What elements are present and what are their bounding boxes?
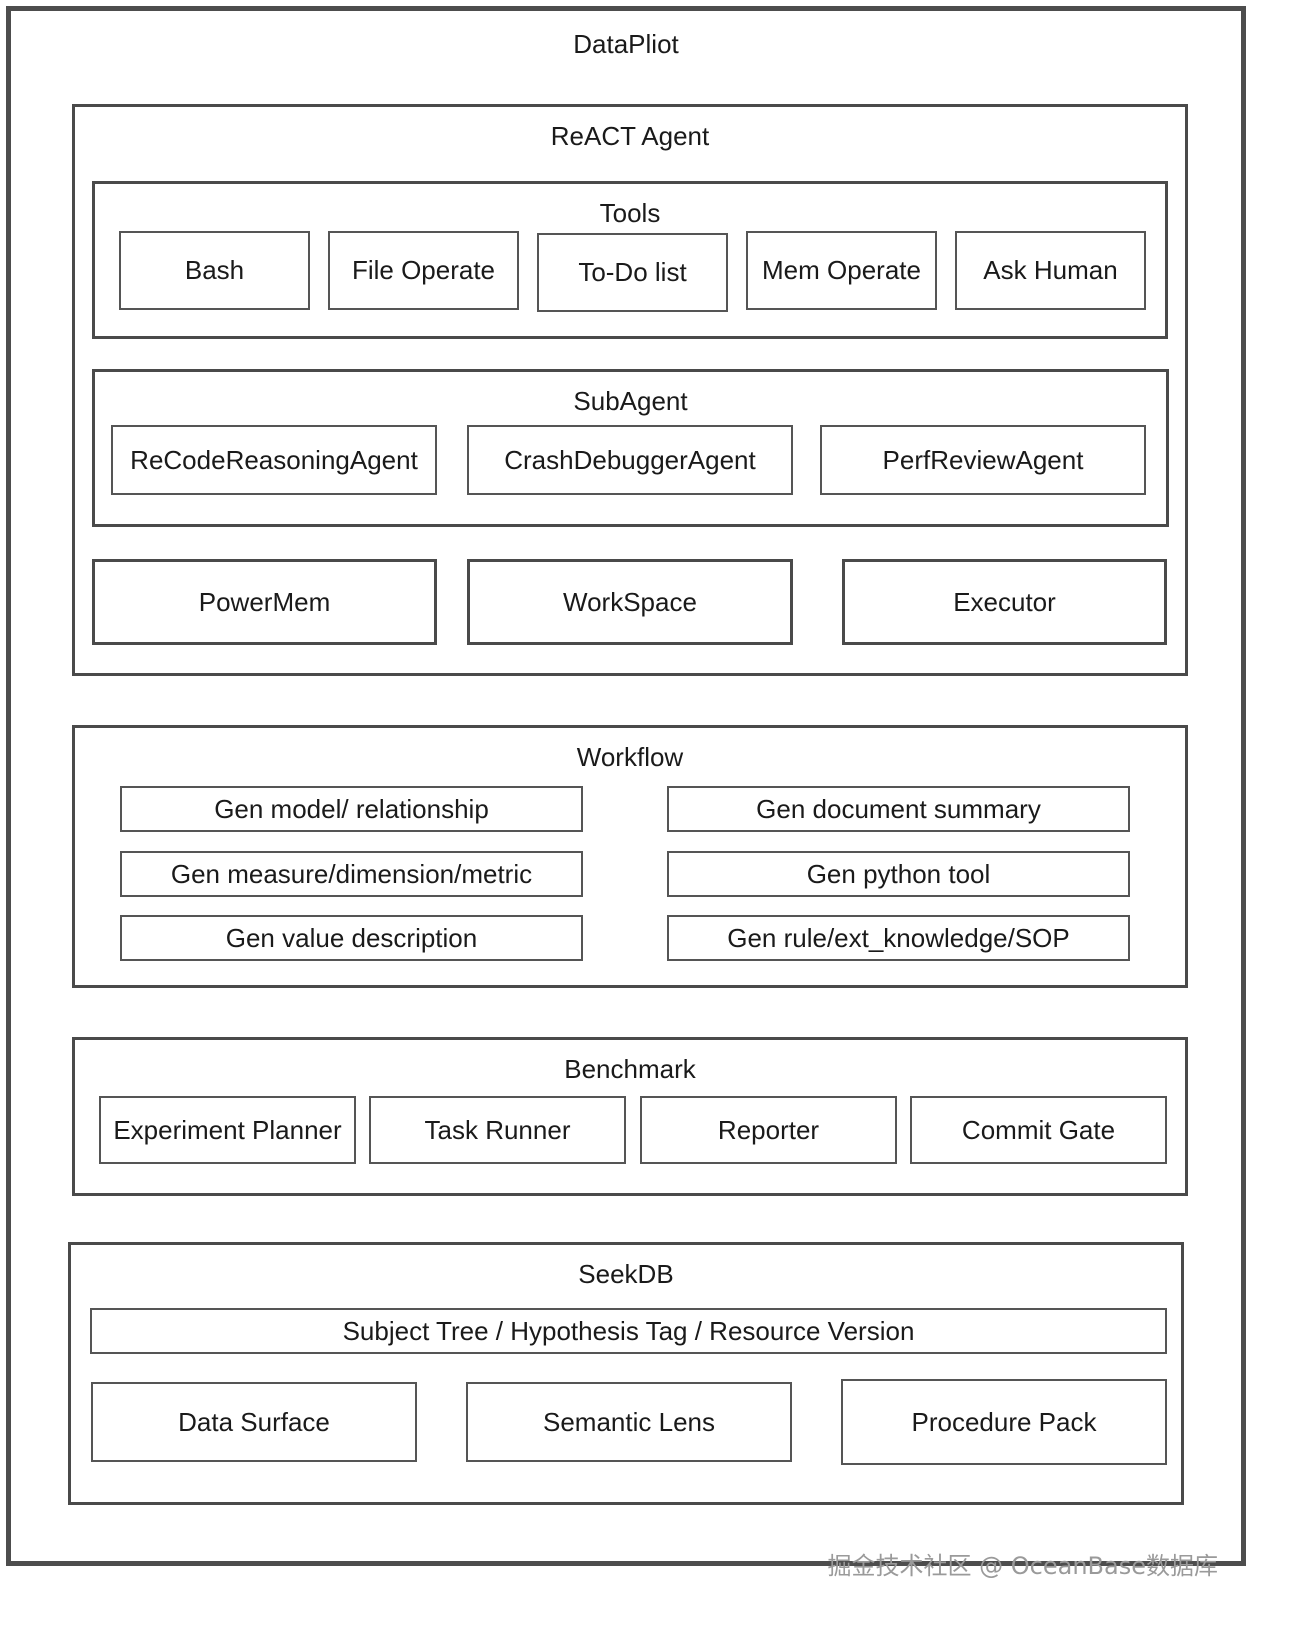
seekdb-data-surface: Data Surface <box>91 1382 417 1462</box>
tool-file-operate: File Operate <box>328 231 519 310</box>
workflow-gen-document-summary: Gen document summary <box>667 786 1130 832</box>
tool-bash: Bash <box>119 231 310 310</box>
seekdb-procedure-pack: Procedure Pack <box>841 1379 1167 1465</box>
workflow-title: Workflow <box>576 742 684 772</box>
watermark: 掘金技术社区 @ OceanBase数据库 <box>827 1552 1218 1580</box>
benchmark-experiment-planner: Experiment Planner <box>99 1096 356 1164</box>
seekdb-banner: Subject Tree / Hypothesis Tag / Resource… <box>90 1308 1167 1354</box>
workflow-gen-value-description: Gen value description <box>120 915 583 961</box>
subagent-crash-debugger: CrashDebuggerAgent <box>467 425 793 495</box>
component-workspace: WorkSpace <box>467 559 793 645</box>
seekdb-group: SeekDB <box>68 1242 1184 1505</box>
tool-todo-list: To-Do list <box>537 233 728 312</box>
tool-mem-operate: Mem Operate <box>746 231 937 310</box>
tool-ask-human: Ask Human <box>955 231 1146 310</box>
subagent-perf-review: PerfReviewAgent <box>820 425 1146 495</box>
benchmark-reporter: Reporter <box>640 1096 897 1164</box>
subagent-title: SubAgent <box>573 386 688 416</box>
tools-title: Tools <box>599 198 661 228</box>
workflow-gen-measure-dimension-metric: Gen measure/dimension/metric <box>120 851 583 897</box>
workflow-gen-model-relationship: Gen model/ relationship <box>120 786 583 832</box>
benchmark-title: Benchmark <box>564 1054 696 1084</box>
react-agent-title: ReACT Agent <box>550 121 710 151</box>
workflow-gen-rule-knowledge-sop: Gen rule/ext_knowledge/SOP <box>667 915 1130 961</box>
workflow-gen-python-tool: Gen python tool <box>667 851 1130 897</box>
seekdb-title: SeekDB <box>578 1259 674 1289</box>
component-executor: Executor <box>842 559 1167 645</box>
subagent-recode-reasoning: ReCodeReasoningAgent <box>111 425 437 495</box>
seekdb-semantic-lens: Semantic Lens <box>466 1382 792 1462</box>
datapliot-title: DataPliot <box>573 29 679 59</box>
benchmark-commit-gate: Commit Gate <box>910 1096 1167 1164</box>
benchmark-task-runner: Task Runner <box>369 1096 626 1164</box>
component-powermem: PowerMem <box>92 559 437 645</box>
